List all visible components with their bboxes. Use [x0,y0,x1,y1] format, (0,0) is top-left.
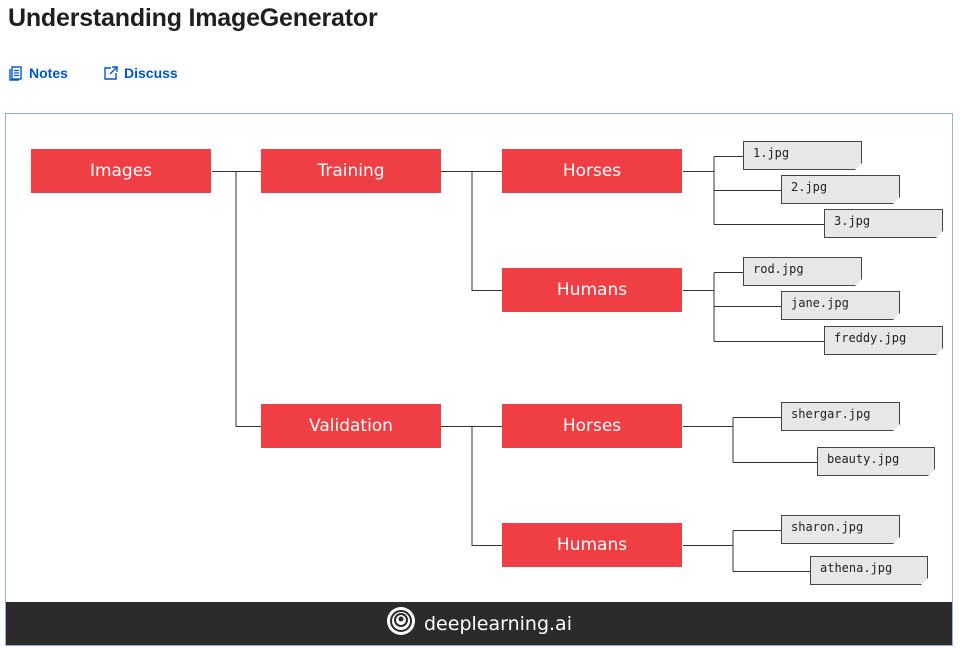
node-training-horses: Horses [502,149,682,193]
tab-notes[interactable]: Notes [9,65,68,81]
deeplearning-logo-icon [386,606,416,641]
file-node: beauty.jpg [817,447,935,476]
file-node: 3.jpg [824,209,943,238]
directory-diagram: Images Training Validation Horses Humans… [5,113,953,646]
node-images: Images [31,149,211,193]
node-validation-humans: Humans [502,523,682,567]
node-training-humans: Humans [502,268,682,312]
file-node: 2.jpg [781,175,900,204]
connector-lines [212,156,824,572]
node-validation: Validation [261,404,441,448]
tab-notes-label: Notes [29,65,68,81]
file-node: freddy.jpg [824,326,943,355]
external-link-icon [103,65,118,81]
footer-brand-text: deeplearning.ai [424,612,572,635]
notes-icon [9,65,23,81]
brand-footer: deeplearning.ai [6,602,952,645]
page-title: Understanding ImageGenerator [8,4,378,32]
node-training: Training [261,149,441,193]
file-node: 1.jpg [743,141,862,170]
file-node: shergar.jpg [781,402,900,431]
file-node: jane.jpg [781,291,900,320]
node-validation-horses: Horses [502,404,682,448]
tab-discuss[interactable]: Discuss [103,65,178,81]
file-node: sharon.jpg [781,515,900,544]
file-node: rod.jpg [743,257,862,286]
file-node: athena.jpg [810,556,928,585]
tab-discuss-label: Discuss [124,65,178,81]
